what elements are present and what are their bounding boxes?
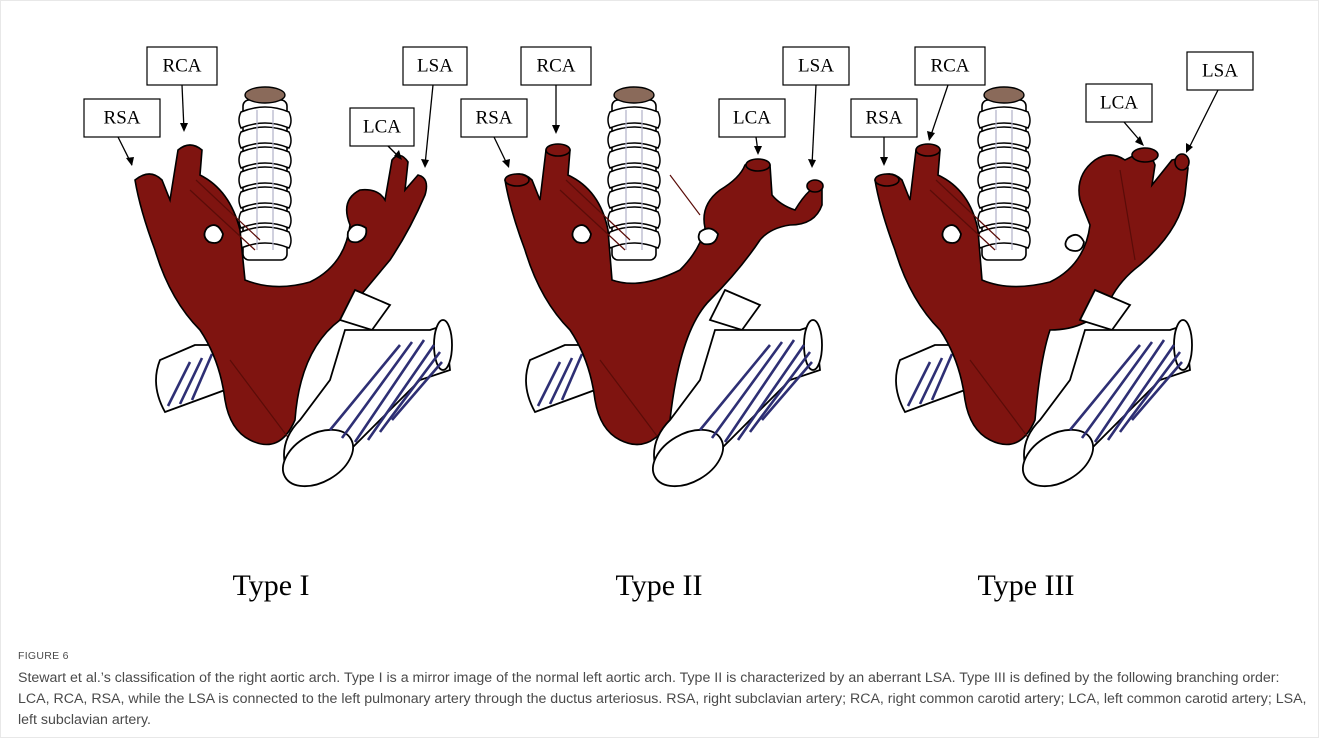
label-lca-2: LCA: [719, 99, 785, 155]
label-rsa-3: RSA: [851, 99, 917, 166]
label-rca-2: RCA: [521, 47, 591, 134]
caption-text: Stewart et al.’s classification of the r…: [18, 668, 1308, 731]
type-1-title: Type I: [232, 569, 309, 602]
svg-text:LSA: LSA: [798, 56, 834, 77]
label-lca-3: LCA: [1086, 84, 1152, 146]
svg-text:RCA: RCA: [930, 56, 969, 77]
type-3-title: Type III: [977, 569, 1074, 602]
type-2-diagram: RSA RCA LCA LSA: [461, 47, 849, 498]
svg-text:RSA: RSA: [866, 108, 903, 129]
type-1-diagram: RSA RCA LCA LSA: [84, 47, 467, 498]
svg-text:LCA: LCA: [1100, 93, 1138, 114]
svg-text:RSA: RSA: [104, 108, 141, 129]
type-2-title: Type II: [615, 569, 702, 602]
svg-text:RCA: RCA: [162, 56, 201, 77]
figure-label: FIGURE 6: [18, 650, 1308, 662]
label-lsa-3: LSA: [1186, 52, 1253, 153]
svg-text:LSA: LSA: [1202, 61, 1238, 82]
label-lca-1: LCA: [350, 108, 414, 160]
svg-text:LSA: LSA: [417, 56, 453, 77]
svg-text:RSA: RSA: [476, 108, 513, 129]
label-rsa-2: RSA: [461, 99, 527, 168]
svg-text:RCA: RCA: [536, 56, 575, 77]
label-rsa-1: RSA: [84, 99, 160, 166]
type-3-diagram: RSA RCA LCA LSA: [851, 47, 1253, 498]
svg-text:LCA: LCA: [363, 117, 401, 138]
aortic-arch-illustration: RSA RCA LCA LSA: [0, 0, 1319, 600]
label-rca-3: RCA: [915, 47, 985, 141]
svg-text:LCA: LCA: [733, 108, 771, 129]
label-lsa-2: LSA: [783, 47, 849, 168]
figure-caption: FIGURE 6 Stewart et al.’s classification…: [18, 650, 1308, 731]
